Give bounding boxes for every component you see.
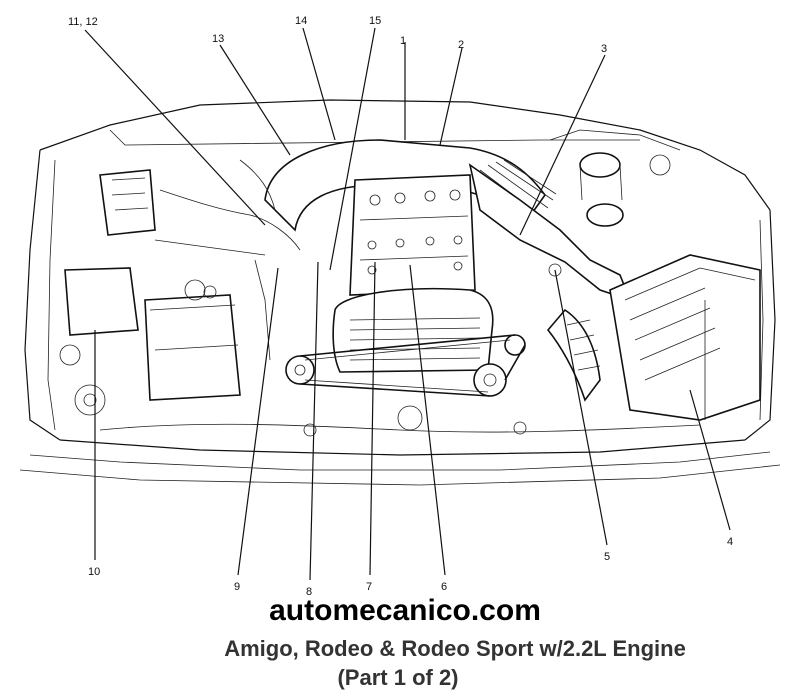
callout-7: 7 <box>366 581 372 593</box>
leader-1112 <box>84 29 266 226</box>
radiator-hose <box>546 308 601 402</box>
leader-8 <box>309 261 319 581</box>
leader-5 <box>554 269 608 546</box>
callout-8: 8 <box>306 586 312 598</box>
callout-9: 9 <box>234 581 240 593</box>
callout-10: 10 <box>88 566 100 578</box>
leader-2 <box>439 47 463 146</box>
callout-5: 5 <box>604 551 610 563</box>
leader-7 <box>369 261 376 576</box>
callout-2: 2 <box>458 39 464 51</box>
leader-6 <box>409 264 446 576</box>
valve-cover <box>349 174 476 296</box>
air-cleaner-box <box>609 254 761 421</box>
caption-line-2: (Part 1 of 2) <box>337 665 458 690</box>
callout-13: 13 <box>212 33 224 45</box>
callout-14: 14 <box>295 15 307 27</box>
callout-6: 6 <box>441 581 447 593</box>
leader-4 <box>689 389 731 531</box>
leader-lines <box>84 27 731 581</box>
watermark-text: automecanico.com <box>269 594 541 627</box>
engine-bay-frame <box>19 99 781 486</box>
leader-9 <box>237 267 279 576</box>
callout-11-12: 11, 12 <box>68 16 98 28</box>
fluid-reservoirs <box>549 129 681 227</box>
leader-15 <box>329 27 376 271</box>
callout-15: 15 <box>369 15 381 27</box>
intake-plenum <box>332 287 494 373</box>
battery-area <box>59 169 241 416</box>
leader-14 <box>302 27 336 141</box>
callout-labels: 1 2 3 4 5 6 7 8 9 10 11, 12 13 14 15 <box>68 15 733 598</box>
leader-3 <box>519 54 606 236</box>
callout-1: 1 <box>400 35 406 47</box>
leader-13 <box>219 44 291 156</box>
callout-3: 3 <box>601 43 607 55</box>
caption-line-1: Amigo, Rodeo & Rodeo Sport w/2.2L Engine <box>224 636 686 661</box>
drive-belt <box>285 334 526 397</box>
callout-4: 4 <box>727 536 733 548</box>
